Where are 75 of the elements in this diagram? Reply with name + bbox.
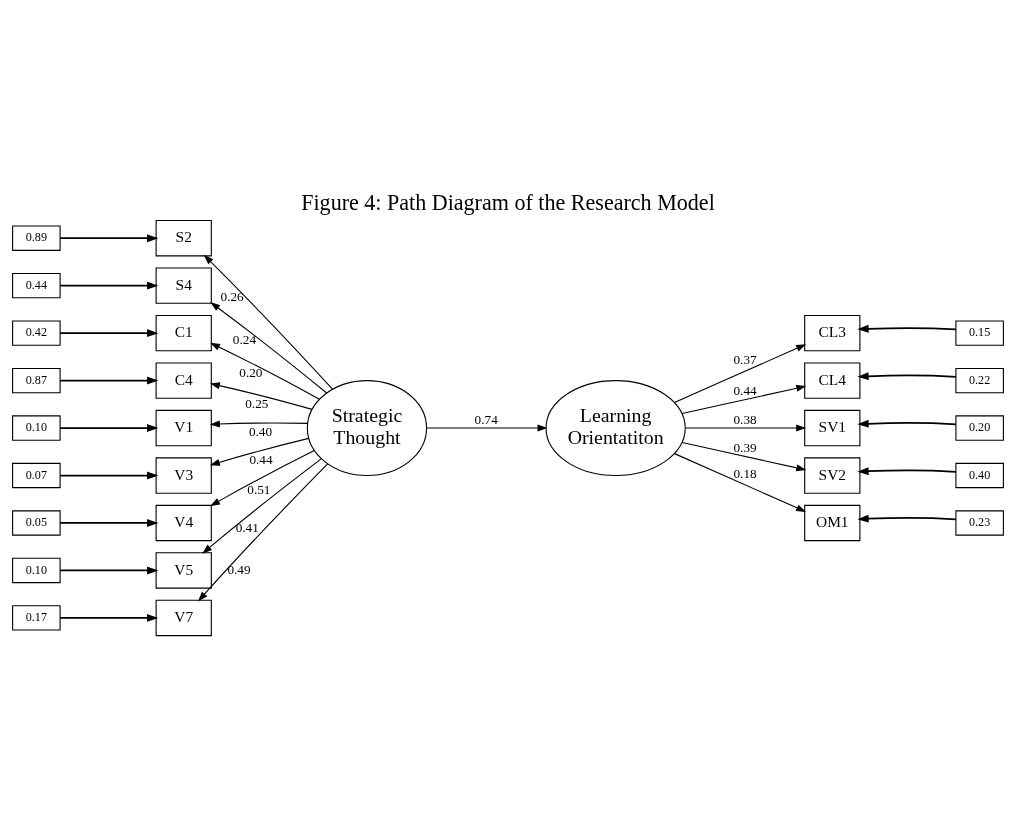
edge-label: 0.24 [232,331,257,347]
arrow [202,458,322,554]
edge-label: 0.74 [474,412,498,428]
arrow [197,463,329,602]
node-box: 0.42 [12,320,61,346]
node-ellipse: Strategic Thought [306,380,428,477]
node-box: CL4 [804,362,861,399]
node-box: V7 [155,599,212,637]
edge-label: 0.39 [733,439,757,455]
node-ellipse: Learning Orientatiton [545,380,686,477]
node-box: 0.89 [12,225,61,251]
edge-label: 0.41 [235,520,259,536]
arrow [681,442,807,472]
arrow [209,382,313,410]
arrow [857,467,957,476]
diagram-title: Figure 4: Path Diagram of the Research Model [301,189,715,215]
node-box: S2 [155,220,212,257]
node-box: 0.40 [955,462,1004,489]
arrow [857,372,957,381]
edge-label: 0.25 [245,395,269,411]
arrow [673,344,807,404]
arrow [210,450,315,507]
arrow [59,234,159,243]
node-box: C4 [155,362,212,399]
edge-label: 0.44 [733,382,757,398]
arrow [857,419,957,428]
node-box: 0.05 [12,510,61,536]
arrow [681,384,807,415]
node-box: 0.10 [12,415,61,441]
node-box: 0.44 [12,272,61,299]
edge-label: 0.37 [733,351,757,367]
arrow [59,519,159,527]
edge-label: 0.18 [733,466,757,482]
node-box: SV1 [804,409,861,447]
node-box: 0.15 [955,320,1004,346]
arrow [59,329,159,338]
edge-label: 0.26 [220,288,244,304]
arrow [685,424,807,432]
node-box: 0.23 [955,510,1004,536]
arrow [59,613,159,622]
arrow [857,514,957,523]
node-box: CL3 [804,314,861,352]
node-box: V4 [155,504,212,542]
arrow [59,376,159,385]
edge-label: 0.40 [248,423,273,439]
node-box: V3 [155,457,212,494]
node-box: OM1 [804,504,861,542]
node-box: 0.07 [12,462,61,489]
arrow [209,420,309,428]
arrow [59,566,159,575]
node-box: 0.22 [955,367,1004,394]
node-box: 0.17 [12,605,61,631]
edge-label: 0.49 [227,562,251,578]
arrow [59,424,159,432]
arrow [203,254,334,390]
arrow [59,471,159,480]
arrow [857,324,957,333]
node-box: 0.20 [955,415,1004,441]
node-box: V1 [155,409,212,447]
node-box: S4 [155,267,212,304]
arrow [210,342,320,400]
arrow [59,281,159,290]
node-box: C1 [155,314,212,352]
edge-label: 0.44 [249,451,273,467]
edge-label: 0.20 [239,365,263,381]
node-box: SV2 [804,457,861,494]
arrow [673,453,807,512]
arrow [209,437,310,466]
edge-label: 0.38 [733,412,757,428]
arrow [210,302,328,394]
node-box: 0.10 [12,557,61,584]
node-box: 0.87 [12,367,61,394]
edge-label: 0.51 [247,481,271,497]
node-box: V5 [155,552,212,589]
arrow [426,424,548,432]
